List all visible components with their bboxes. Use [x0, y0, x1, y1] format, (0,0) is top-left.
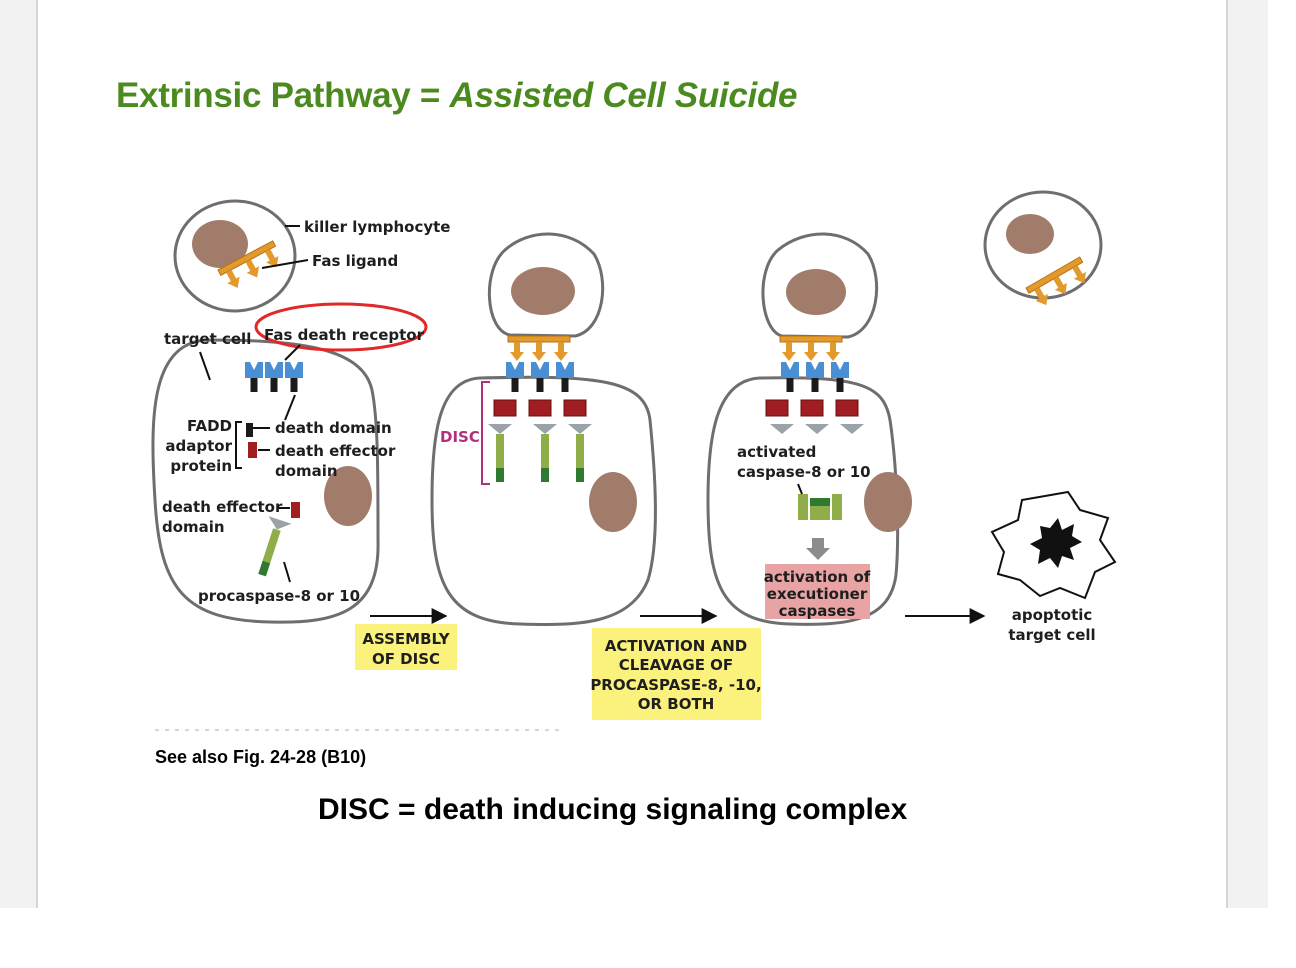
death-effector-domain-shape: [291, 502, 300, 518]
label-apoptotic-2: target cell: [1008, 626, 1095, 644]
label-death-effector-1: death effector: [275, 442, 396, 460]
label-fas-ligand: Fas ligand: [312, 252, 398, 270]
step-assembly-1: ASSEMBLY: [362, 630, 450, 648]
target-nucleus-2: [589, 472, 637, 532]
panel-4: apoptotic target cell: [983, 190, 1117, 644]
step-assembly-box: [355, 624, 457, 670]
step-assembly-2: OF DISC: [372, 650, 440, 668]
see-also-note: See also Fig. 24-28 (B10): [155, 747, 367, 767]
step-activation-box: [592, 628, 761, 720]
lymphocyte-nucleus-4: [1006, 214, 1054, 254]
disc-definition: DISC = death inducing signaling complex: [318, 793, 908, 826]
label-death-effector-domain-1: death effector: [162, 498, 283, 516]
lymphocyte-nucleus-2: [511, 267, 575, 315]
fas-ligand-2: [507, 335, 571, 362]
label-fadd-1: FADD: [187, 417, 232, 435]
label-activated-1: activated: [737, 443, 816, 461]
fadd-protein: [246, 423, 257, 458]
disc-bracket: [481, 381, 490, 485]
activated-caspase-shape: [798, 494, 842, 520]
panel-2: DISC: [430, 232, 657, 627]
label-fadd-2: adaptor: [165, 437, 232, 455]
slide-title: Extrinsic Pathway = Assisted Cell Suicid…: [116, 76, 797, 116]
step-activation-4: OR BOTH: [638, 695, 715, 713]
panel-1: killer lymphocyte Fas ligand target cell…: [151, 199, 450, 624]
step-activation-3: PROCASPASE-8, -10,: [590, 676, 761, 694]
panel-3: activated caspase-8 or 10 activation of …: [706, 232, 912, 626]
target-cell: [151, 338, 380, 624]
target-nucleus: [324, 466, 372, 526]
label-activated-2: caspase-8 or 10: [737, 463, 871, 481]
lymphocyte-nucleus: [192, 220, 248, 268]
leader-lines-panel-1: [199, 225, 309, 583]
label-death-effector-domain-2: domain: [162, 518, 225, 536]
label-fadd-3: protein: [170, 457, 232, 475]
fas-ligand-3: [779, 335, 843, 362]
label-exec-2: executioner: [767, 585, 868, 603]
fas-receptor-callout: [254, 302, 428, 352]
title-italic: Assisted Cell Suicide: [449, 76, 798, 115]
label-disc: DISC: [440, 428, 480, 446]
label-exec-1: activation of: [764, 568, 871, 586]
down-arrow: [806, 538, 830, 560]
right-gutter: [1226, 0, 1268, 908]
fragmented-nucleus: [1030, 518, 1082, 568]
step-assembly: ASSEMBLY OF DISC: [355, 624, 457, 670]
title-main: Extrinsic Pathway =: [116, 76, 450, 115]
step-activation-1: ACTIVATION AND: [605, 637, 747, 655]
target-nucleus-3: [864, 472, 912, 532]
left-gutter: [0, 0, 38, 908]
executioner-box: [765, 564, 870, 619]
label-exec-3: caspases: [779, 602, 856, 620]
label-apoptotic-1: apoptotic: [1012, 606, 1093, 624]
step-activation: ACTIVATION AND CLEAVAGE OF PROCASPASE-8,…: [590, 628, 762, 720]
label-procaspase: procaspase-8 or 10: [198, 587, 360, 605]
label-target-cell: target cell: [164, 330, 251, 348]
target-cell-2: [430, 375, 657, 627]
label-death-domain: death domain: [275, 419, 392, 437]
step-activation-2: CLEAVAGE OF: [619, 656, 733, 674]
activated-leader: [797, 483, 803, 495]
label-fas-death-receptor: Fas death receptor: [264, 326, 425, 344]
lymphocyte-nucleus-3: [786, 269, 846, 315]
label-death-effector-2: domain: [275, 462, 338, 480]
label-killer-lymphocyte: killer lymphocyte: [304, 218, 450, 236]
